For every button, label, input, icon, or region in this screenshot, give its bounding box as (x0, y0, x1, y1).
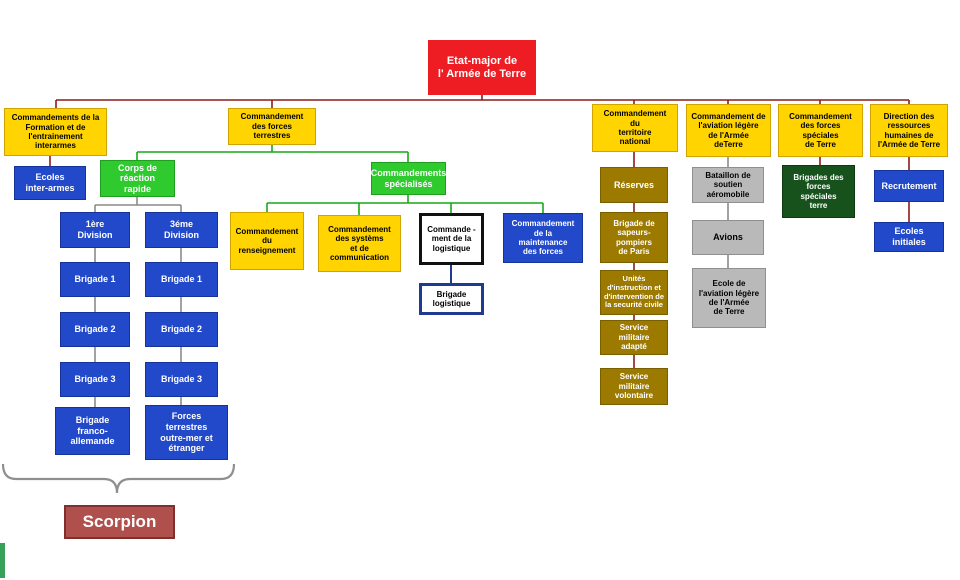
org-node-commandement-aviation-legere: Commandement de l'aviation légère de l'A… (686, 104, 771, 157)
org-node-d3-brigade-1: Brigade 1 (145, 262, 218, 297)
org-node-recrutement: Recrutement (874, 170, 944, 202)
org-node-brigades-forces-speciales: Brigades des forces spéciales terre (782, 165, 855, 218)
decorative-shape (0, 543, 5, 578)
org-node-brigade-sapeurs-pompiers: Brigade de sapeurs- pompiers de Paris (600, 212, 668, 263)
org-node-d1-brigade-3: Brigade 3 (60, 362, 130, 397)
org-node-commandement-forces-terrestres: Commandement des forces terrestres (228, 108, 316, 145)
org-node-direction-ressources-humaines: Direction des ressources humaines de l'A… (870, 104, 948, 157)
org-node-commandement-maintenance-forces: Commandement de la maintenance des force… (503, 213, 583, 263)
org-node-commandement-renseignement: Commandement du renseignement (230, 212, 304, 270)
org-node-brigade-logistique: Brigade logistique (419, 283, 484, 315)
org-node-d3-brigade-3: Brigade 3 (145, 362, 218, 397)
org-node-commandement-logistique: Commande - ment de la logistique (419, 213, 484, 265)
org-node-commandements-specialises: Commandements spécialisés (371, 162, 446, 195)
org-node-forces-terrestres-outre-mer: Forces terrestres outre-mer et étranger (145, 405, 228, 460)
gray-connectors (94, 157, 729, 407)
org-node-commandement-forces-speciales: Commandement des forces spéciales de Ter… (778, 104, 863, 157)
org-node-brigade-franco-allemande: Brigade franco- allemande (55, 407, 130, 455)
org-node-scorpion: Scorpion (64, 505, 175, 539)
org-node-avions: Avions (692, 220, 764, 255)
org-node-bataillon-soutien-aeromobile: Bataillon de soutien aéromobile (692, 167, 764, 203)
green-connectors (136, 145, 544, 215)
org-node-etat-major: Etat-major de l' Armée de Terre (428, 40, 536, 95)
org-node-reserves: Réserves (600, 167, 668, 203)
org-node-service-militaire-volontaire: Service militaire volontaire (600, 368, 668, 405)
scorpion-brace (1, 463, 236, 494)
org-node-commandement-territoire-national: Commandement du territoire national (592, 104, 678, 152)
org-node-d1-brigade-2: Brigade 2 (60, 312, 130, 347)
maroon-connectors (49, 95, 910, 368)
org-node-ecoles-inter-armes: Ecoles inter-armes (14, 166, 86, 200)
org-node-ecoles-initiales: Ecoles initiales (874, 222, 944, 252)
org-node-unites-instruction-securite-civile: Unités d'instruction et d'intervention d… (600, 270, 668, 315)
org-node-commandement-systemes-communication: Commandement des systèms et de communica… (318, 215, 401, 272)
org-node-d1-brigade-1: Brigade 1 (60, 262, 130, 297)
org-node-service-militaire-adapte: Service militaire adapté (600, 320, 668, 355)
org-node-d3-brigade-2: Brigade 2 (145, 312, 218, 347)
org-node-commandements-formation: Commandements de la Formation et de l'en… (4, 108, 107, 156)
org-node-ecole-aviation-legere: Ecole de l'aviation légère de l'Armée de… (692, 268, 766, 328)
org-node-1ere-division: 1ère Division (60, 212, 130, 248)
org-node-corps-reaction-rapide: Corps de réaction rapide (100, 160, 175, 197)
org-node-3eme-division: 3éme Division (145, 212, 218, 248)
